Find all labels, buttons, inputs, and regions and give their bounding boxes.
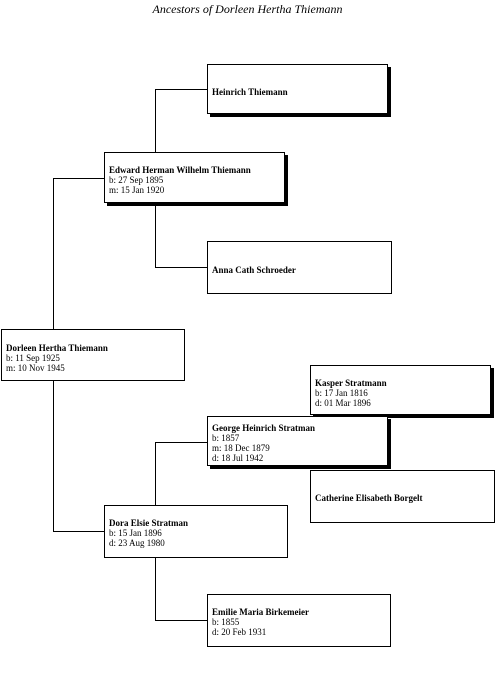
connector-line xyxy=(53,381,54,531)
person-box-dora[interactable]: Dora Elsie Stratman b: 15 Jan 1896 d: 23… xyxy=(104,505,288,558)
connector-line xyxy=(53,178,54,329)
person-name: Heinrich Thiemann xyxy=(212,87,288,97)
person-box-kasper[interactable]: Kasper Stratmann b: 17 Jan 1816 d: 01 Ma… xyxy=(310,365,491,415)
person-box-catherine[interactable]: Catherine Elisabeth Borgelt xyxy=(310,470,495,523)
death-date: d: 23 Aug 1980 xyxy=(109,538,165,548)
death-date: d: 20 Feb 1931 xyxy=(212,627,267,637)
death-date: d: 18 Jul 1942 xyxy=(212,453,264,463)
connector-line xyxy=(155,558,156,620)
death-date: d: 01 Mar 1896 xyxy=(315,398,371,408)
connector-line xyxy=(155,442,207,443)
birth-date: b: 1857 xyxy=(212,433,240,443)
connector-line xyxy=(53,531,104,532)
marriage-date: m: 18 Dec 1879 xyxy=(212,443,270,453)
person-name: Edward Herman Wilhelm Thiemann xyxy=(109,165,251,175)
person-name: George Heinrich Stratman xyxy=(212,423,315,433)
person-box-george[interactable]: George Heinrich Stratman b: 1857 m: 18 D… xyxy=(207,416,388,466)
marriage-date: m: 10 Nov 1945 xyxy=(6,363,65,373)
person-name: Dorleen Hertha Thiemann xyxy=(6,343,108,353)
birth-date: b: 17 Jan 1816 xyxy=(315,388,368,398)
person-box-edward[interactable]: Edward Herman Wilhelm Thiemann b: 27 Sep… xyxy=(104,152,285,203)
person-box-anna[interactable]: Anna Cath Schroeder xyxy=(207,241,392,294)
person-name: Kasper Stratmann xyxy=(315,378,387,388)
connector-line xyxy=(155,89,156,152)
connector-line xyxy=(155,620,207,621)
marriage-date: m: 15 Jan 1920 xyxy=(109,185,165,195)
connector-line xyxy=(155,89,207,90)
connector-line xyxy=(155,203,156,267)
person-box-heinrich[interactable]: Heinrich Thiemann xyxy=(207,64,388,114)
person-name: Dora Elsie Stratman xyxy=(109,518,188,528)
connector-line xyxy=(155,442,156,505)
chart-title: Ancestors of Dorleen Hertha Thiemann xyxy=(152,2,343,16)
birth-date: b: 1855 xyxy=(212,617,240,627)
person-box-dorleen[interactable]: Dorleen Hertha Thiemann b: 11 Sep 1925 m… xyxy=(1,329,185,381)
birth-date: b: 15 Jan 1896 xyxy=(109,528,162,538)
connector-line xyxy=(155,267,207,268)
birth-date: b: 11 Sep 1925 xyxy=(6,353,60,363)
connector-line xyxy=(53,178,104,179)
person-box-emilie[interactable]: Emilie Maria Birkemeier b: 1855 d: 20 Fe… xyxy=(207,594,391,647)
birth-date: b: 27 Sep 1895 xyxy=(109,175,164,185)
person-name: Anna Cath Schroeder xyxy=(212,265,296,275)
person-name: Catherine Elisabeth Borgelt xyxy=(315,493,423,503)
person-name: Emilie Maria Birkemeier xyxy=(212,607,309,617)
